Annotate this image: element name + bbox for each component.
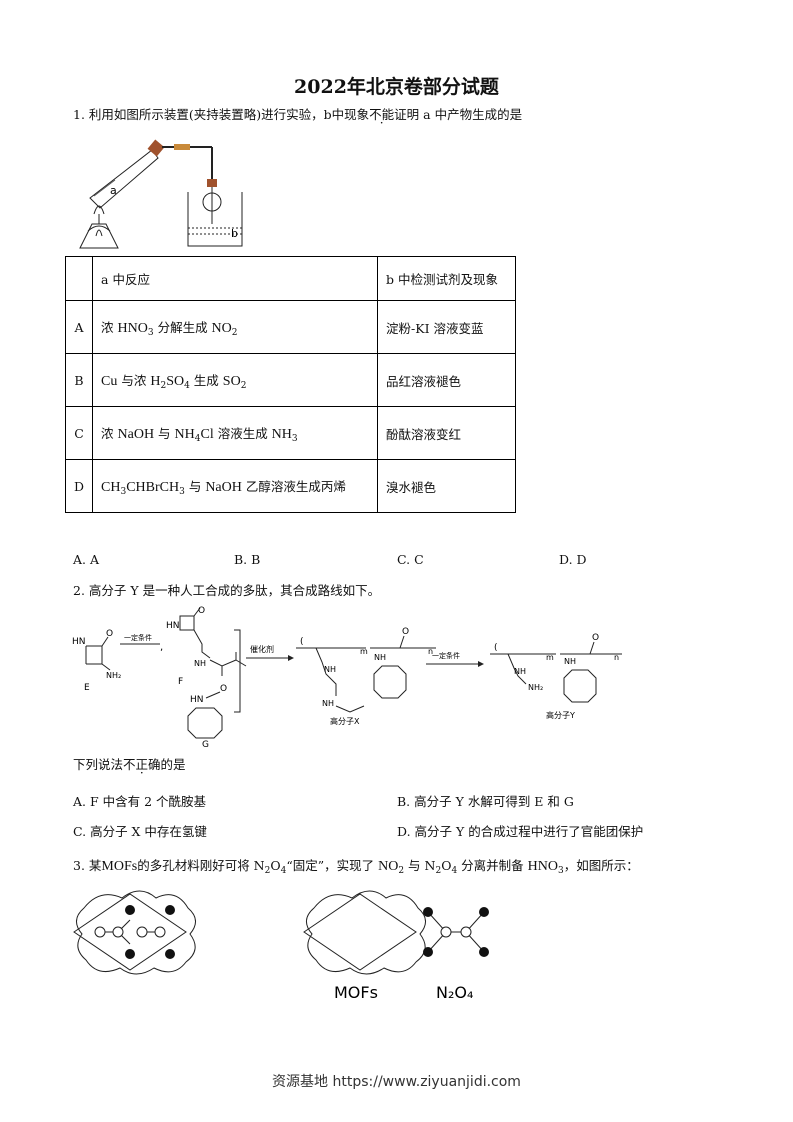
mofs-diagram: MOFs N₂O₄ [73,890,489,1002]
svg-text:HN: HN [72,637,86,647]
svg-text:m: m [546,653,554,662]
svg-text:n: n [428,647,433,656]
svg-text:NH: NH [194,659,206,668]
q2-question: 下列说法不正确的是 [73,756,186,774]
table-header-row: a 中反应 b 中检测试剂及现象 [64,256,517,301]
q1-table: a 中反应 b 中检测试剂及现象 A 浓 HNO3 分解生成 NO2 淀粉-KI… [64,256,517,513]
q2-choice-d[interactable]: D. 高分子 Y 的合成过程中进行了官能团保护 [397,824,644,839]
synthesis-route-diagram: HN O NH₂ E 一定条件 , HN O NH F HN O G 催化剂 (… [72,606,622,750]
q2-choice-a[interactable]: A. F 中含有 2 个酰胺基 [73,794,207,809]
svg-text:HN: HN [166,621,180,631]
svg-text:NH₂: NH₂ [528,683,543,692]
table-row: C 浓 NaOH 与 NH4Cl 溶液生成 NH3 酚酞溶液变红 [64,406,517,460]
svg-text:NH: NH [564,657,576,666]
q2-stem: 2. 高分子 Y 是一种人工合成的多肽，其合成路线如下。 [73,583,381,598]
q2-choice-b[interactable]: B. 高分子 Y 水解可得到 E 和 G [397,794,574,809]
svg-text:O: O [592,633,599,643]
svg-text:NH: NH [374,653,386,662]
svg-text:,: , [160,642,163,653]
table-row: D CH3CHBrCH3 与 NaOH 乙醇溶液生成丙烯 溴水褪色 [64,459,517,513]
q2-choice-c[interactable]: C. 高分子 X 中存在氢键 [73,824,207,839]
svg-text:O: O [402,627,409,637]
header-a-reaction: a 中反应 [92,256,379,301]
svg-text:O: O [106,629,113,639]
svg-text:一定条件: 一定条件 [432,651,460,660]
svg-text:n: n [614,653,619,662]
svg-text:(: ( [300,637,304,647]
svg-text:NH: NH [322,699,334,708]
q1-stem-emph: 不能 [369,106,394,124]
header-b-detect: b 中检测试剂及现象 [377,256,517,301]
svg-text:G: G [202,740,209,750]
svg-text:MOFs: MOFs [334,983,378,1002]
label-a: a [110,184,117,197]
q3-stem: 3. 某MOFs的多孔材料刚好可将 N2O4“固定”，实现了 NO2 与 N2O… [73,858,639,876]
svg-text:O: O [220,684,227,694]
apparatus-diagram: a b [79,139,243,249]
q1-choice-b[interactable]: B. B [234,552,261,567]
q2-question-emph: 不正确 [123,756,161,774]
svg-text:NH: NH [324,665,336,674]
label-b: b [231,227,238,240]
svg-text:N₂O₄: N₂O₄ [436,983,473,1002]
q1-choice-d[interactable]: D. D [559,552,587,567]
q1-choice-a[interactable]: A. A [73,552,100,567]
footer-source[interactable]: 资源基地 https://www.ziyuanjidi.com [272,1074,521,1090]
svg-text:F: F [178,677,183,687]
q1-choice-c[interactable]: C. C [397,552,424,567]
svg-text:m: m [360,647,368,656]
svg-text:(: ( [494,643,498,653]
svg-text:O: O [198,606,205,616]
q1-stem-pre: 1. 利用如图所示装置(夹持装置略)进行实验，b中现象 [73,107,370,122]
svg-text:高分子Y: 高分子Y [546,710,575,720]
q1-stem-post: 证明 a 中产物生成的是 [394,107,523,122]
svg-text:NH₂: NH₂ [106,671,121,680]
svg-text:NH: NH [514,667,526,676]
q1-stem: 1. 利用如图所示装置(夹持装置略)进行实验，b中现象不能证明 a 中产物生成的… [73,106,522,124]
page-title: 2022年北京卷部分试题 [294,76,499,98]
svg-text:高分子X: 高分子X [330,716,360,726]
svg-text:HN: HN [190,695,204,705]
svg-text:一定条件: 一定条件 [124,633,152,642]
table-row: B Cu 与浓 H2SO4 生成 SO2 品红溶液褪色 [64,353,517,407]
svg-text:E: E [84,683,90,693]
table-row: A 浓 HNO3 分解生成 NO2 淀粉-KI 溶液变蓝 [64,300,517,354]
svg-text:催化剂: 催化剂 [250,644,274,654]
